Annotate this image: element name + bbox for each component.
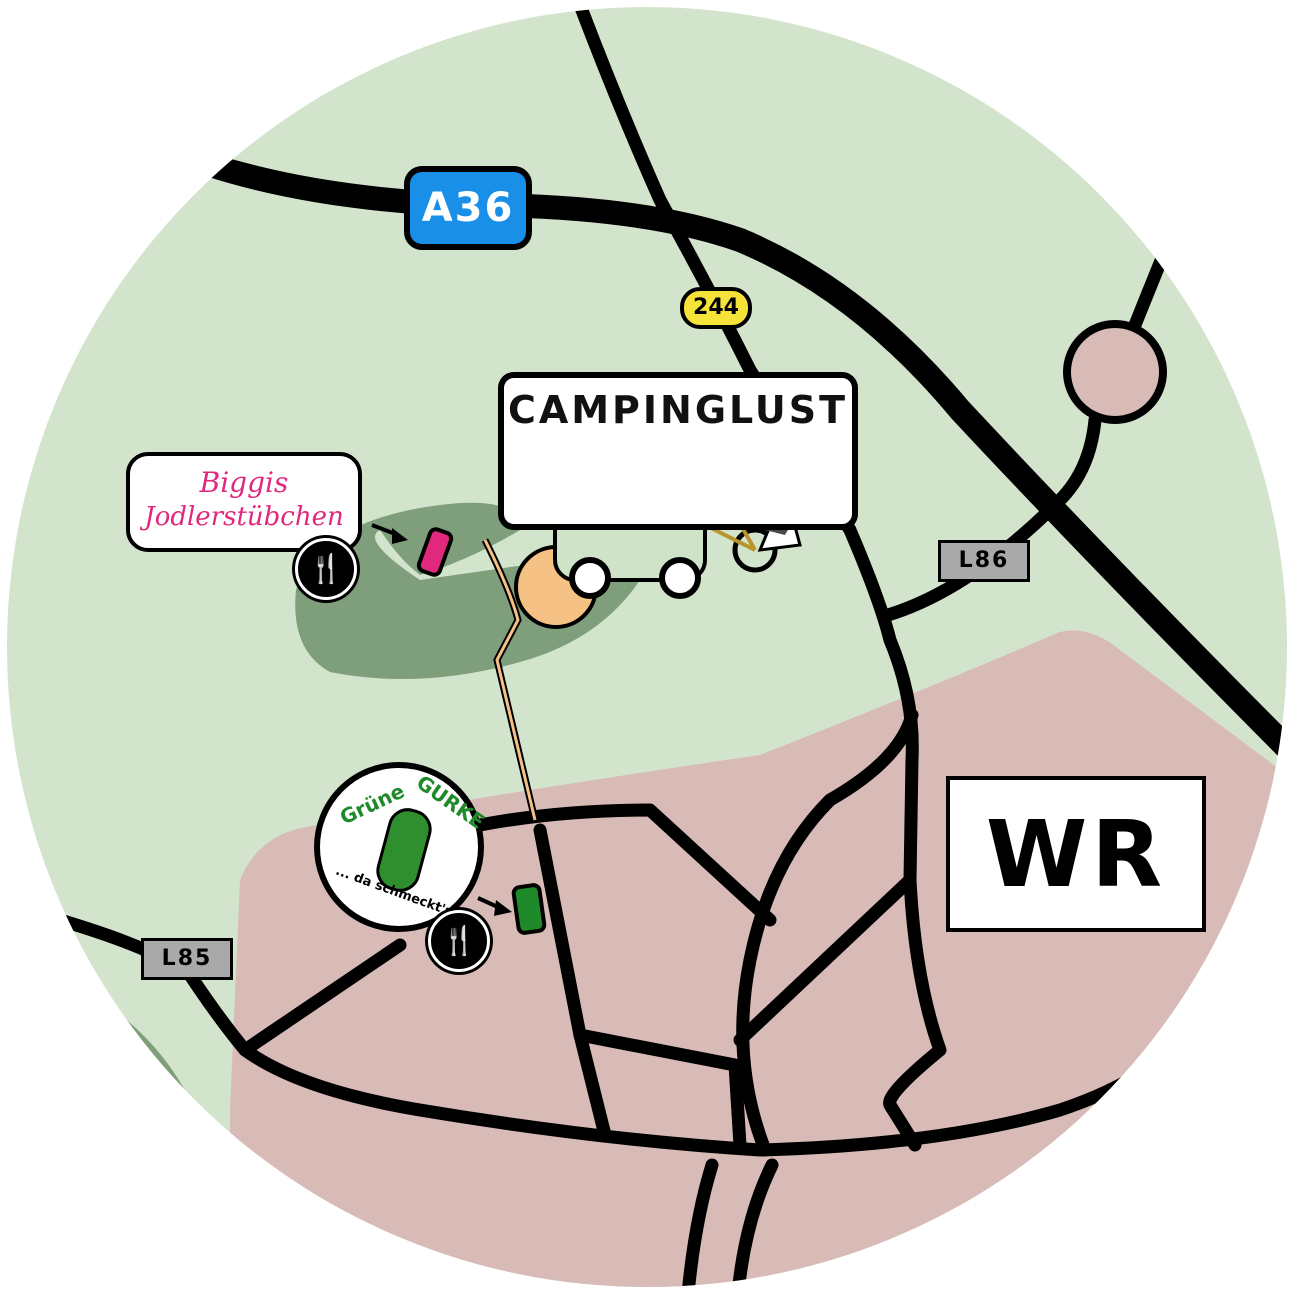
road-north-east <box>1128 251 1169 332</box>
cutlery-icon: 🍴 <box>295 538 357 600</box>
gurke-marker[interactable] <box>511 883 547 935</box>
biggis-marker[interactable] <box>416 527 454 577</box>
road-l85-branch <box>238 938 407 1057</box>
road-244 <box>573 7 947 1152</box>
cutlery-icon: 🍴 <box>428 910 490 972</box>
road-south-1 <box>681 1158 719 1287</box>
road-l86 <box>881 413 1102 622</box>
restaurant-label-biggis[interactable]: Biggis Jodlerstübchen <box>126 452 362 552</box>
campsite-name: CAMPINGLUST <box>507 388 849 432</box>
road-bottom-main <box>53 913 1167 1157</box>
state-road-label-l85: L85 <box>141 938 233 980</box>
road-urban-5 <box>736 708 919 1157</box>
district-code-label: WR <box>946 776 1206 932</box>
road-urban-1 <box>473 803 777 927</box>
road-a36 <box>206 153 1287 764</box>
restaurant-logo-gruene-gurke[interactable]: Grüne GURKE ... da schmeckt's ! <box>314 762 489 932</box>
federal-road-shield-244: 244 <box>680 287 752 329</box>
road-urban-3 <box>573 1028 747 1152</box>
biggis-line2: Jodlerstübchen <box>144 502 344 532</box>
roundabout <box>1063 320 1167 424</box>
road-urban-4 <box>733 873 917 1047</box>
state-road-label-l86: L86 <box>938 540 1030 582</box>
biggis-line1: Biggis <box>199 466 289 499</box>
campsite-sign[interactable]: CAMPINGLUST <box>498 372 858 530</box>
road-south-2 <box>731 1158 779 1287</box>
forest-area <box>295 502 640 680</box>
motorway-shield-a36: A36 <box>404 166 532 250</box>
